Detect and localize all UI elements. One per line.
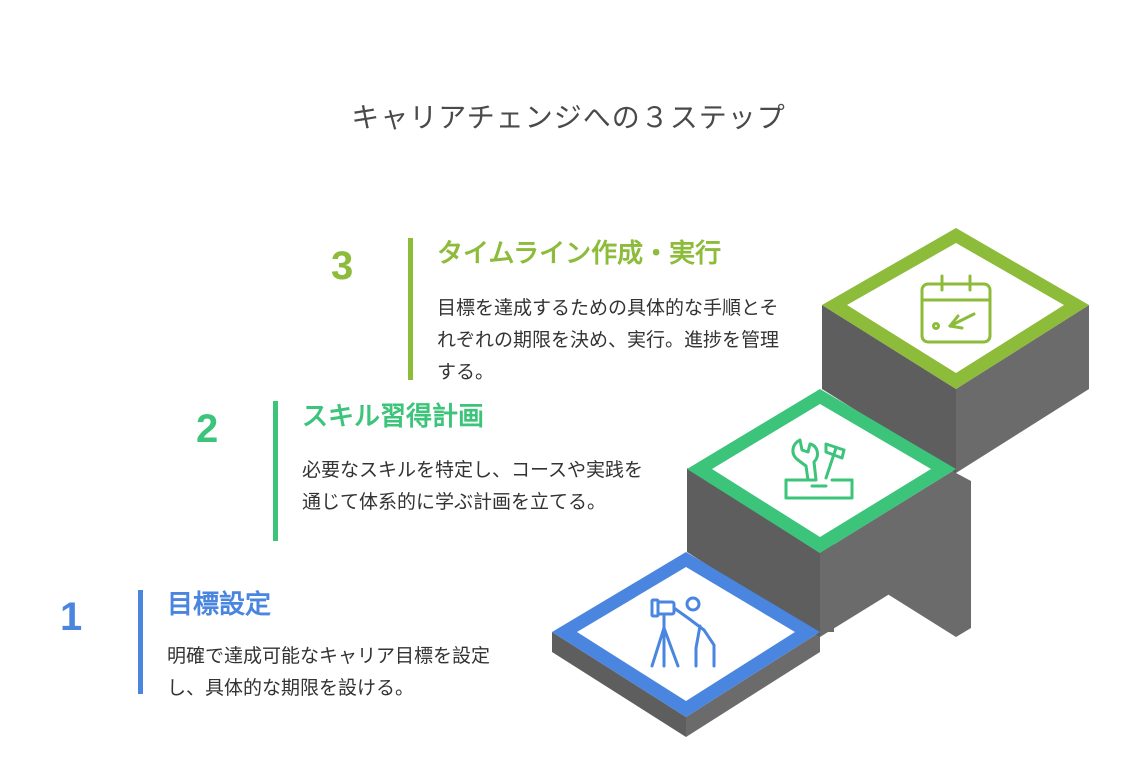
step-1-accent-bar bbox=[138, 590, 143, 694]
step-3-title: タイムライン作成・実行 bbox=[437, 239, 722, 269]
stair-side-wall bbox=[686, 632, 820, 737]
step-3-description: 目標を達成するための具体的な手順とそれぞれの期限を決め、実行。進捗を管理する。 bbox=[437, 297, 780, 383]
step-2-title: スキル習得計画 bbox=[302, 402, 485, 432]
step-2-platform-inner bbox=[712, 404, 931, 537]
toolbox-icon bbox=[784, 438, 854, 500]
step-3-accent-bar bbox=[408, 238, 413, 380]
calendar-icon bbox=[920, 274, 992, 344]
stair-side-wall bbox=[552, 632, 686, 737]
step-2-number: 2 bbox=[196, 407, 219, 451]
step-1-title: 目標設定 bbox=[167, 590, 272, 620]
step-1-platform-inner bbox=[577, 567, 795, 701]
surveyor-telescope-icon bbox=[650, 596, 716, 668]
stair-side-wall bbox=[822, 305, 956, 473]
page-title: キャリアチェンジへの３ステップ bbox=[351, 101, 786, 134]
step-1-number: 1 bbox=[60, 595, 83, 639]
step-2-description: 必要なスキルを特定し、コースや実践を通じて体系的に学ぶ計画を立てる。 bbox=[302, 459, 644, 513]
stair-side-wall bbox=[956, 305, 1089, 473]
step-3-number: 3 bbox=[331, 244, 354, 288]
stair-side-wall bbox=[687, 468, 820, 637]
step-3-platform-inner bbox=[847, 243, 1064, 373]
stair-side-wall bbox=[820, 469, 956, 637]
step-2-accent-bar bbox=[273, 401, 278, 541]
step-1-description: 明確で達成可能なキャリア目標を設定し、具体的な期限を設ける。 bbox=[167, 645, 491, 699]
